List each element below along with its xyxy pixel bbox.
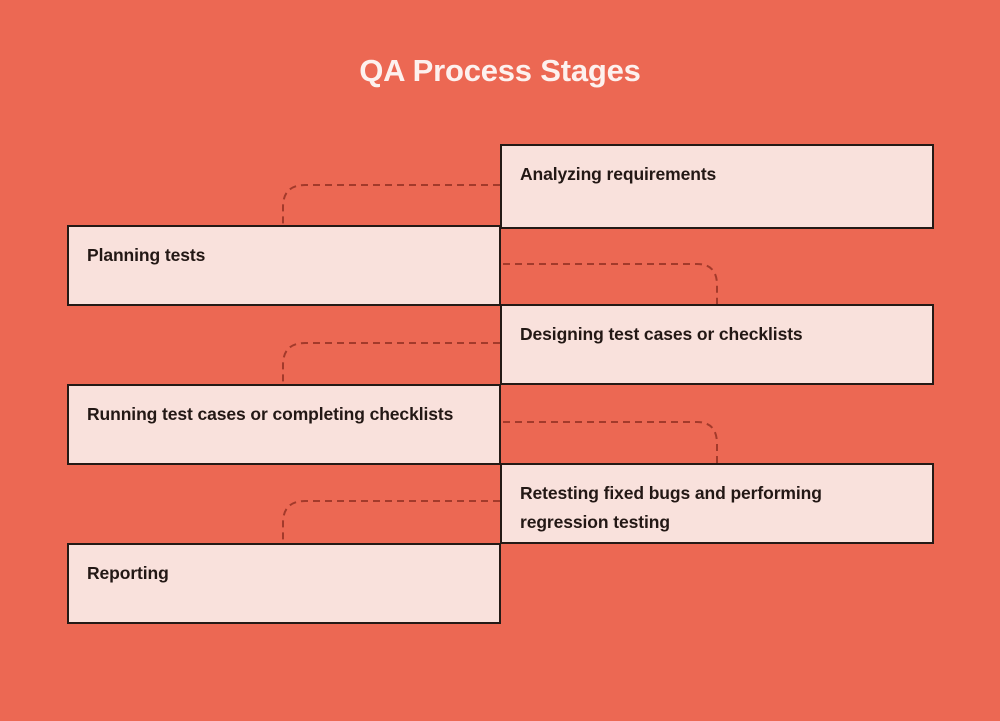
stage-label-5: Retesting fixed bugs and performing regr… <box>520 483 822 532</box>
stage-box-6[interactable]: Reporting <box>67 543 501 624</box>
connector-4-to-5 <box>503 421 718 463</box>
stage-box-4[interactable]: Running test cases or completing checkli… <box>67 384 501 465</box>
stage-box-2[interactable]: Planning tests <box>67 225 501 306</box>
stage-label-6: Reporting <box>87 563 169 583</box>
connector-5-to-6 <box>282 500 500 543</box>
stage-label-4: Running test cases or completing checkli… <box>87 404 454 424</box>
stage-box-5[interactable]: Retesting fixed bugs and performing regr… <box>500 463 934 544</box>
connector-3-to-4 <box>282 342 500 384</box>
stage-box-1[interactable]: Analyzing requirements <box>500 144 934 229</box>
page-title: QA Process Stages <box>359 53 641 88</box>
stage-label-3: Designing test cases or checklists <box>520 324 803 344</box>
connector-1-to-2 <box>282 184 500 225</box>
stage-box-3[interactable]: Designing test cases or checklists <box>500 304 934 385</box>
stage-label-2: Planning tests <box>87 245 206 265</box>
stage-label-1: Analyzing requirements <box>520 164 717 184</box>
connector-2-to-3 <box>503 263 718 304</box>
